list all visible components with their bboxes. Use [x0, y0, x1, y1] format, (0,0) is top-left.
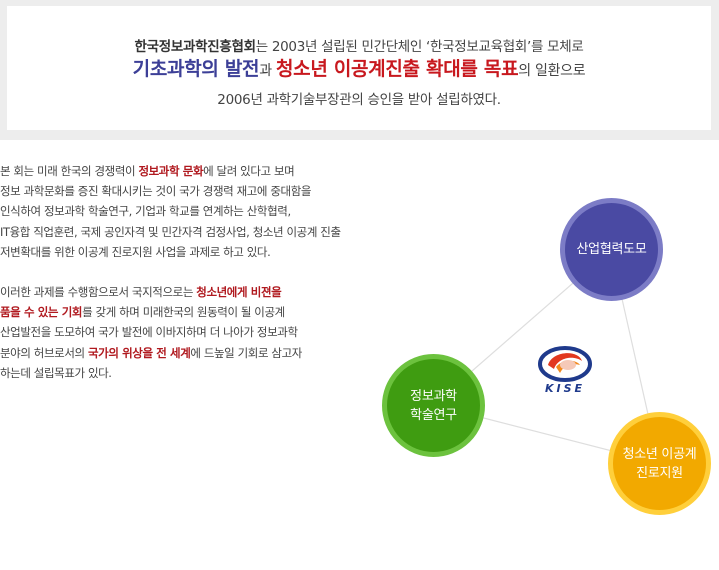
intro-line-1: 한국정보과학진흥협회는 2003년 설립된 민간단체인 ‘한국정보교육협회’를 …	[7, 35, 711, 55]
text: 에 달려 있다고 보며	[203, 164, 295, 178]
intro-band: 한국정보과학진흥협회는 2003년 설립된 민간단체인 ‘한국정보교육협회’를 …	[0, 0, 719, 140]
circle-industry-cooperation: 산업협력도모	[560, 198, 663, 301]
intro-line-1-text: 는 2003년 설립된 민간단체인 ‘한국정보교육협회’를 모체로	[255, 39, 584, 55]
intro-line-2-conj: 과	[259, 63, 276, 79]
goal-youth-stem: 청소년 이공계진출 확대를 목표	[275, 58, 519, 80]
mission-line: IT융합 직업훈련, 국제 공인자격 및 민간자격 검정사업, 청소년 이공계 …	[0, 224, 341, 239]
kise-logo-text: KISE	[544, 382, 586, 395]
goal-basic-science: 기초과학의 발전	[132, 58, 260, 80]
intro-line-3: 2006년 과학기술부장관의 승인을 받아 설립하였다.	[217, 92, 501, 108]
intro-line-2-tail: 의 일환으로	[518, 63, 586, 79]
circle-label: 청소년 이공계	[622, 446, 697, 462]
goal-line: 하는데 설립목표가 있다.	[0, 365, 112, 380]
goal-line: 산업발전을 도모하여 국가 발전에 이바지하며 더 나아가 정보과학	[0, 325, 298, 340]
circle-label: 산업협력도모	[576, 242, 647, 257]
kise-logo-emblem-icon	[538, 346, 592, 382]
circle-academic-research: 정보과학 학술연구	[382, 354, 485, 457]
mission-line: 저변확대를 위한 이공계 진로지원 사업을 과제로 하고 있다.	[0, 244, 271, 259]
text: 에 드높일 기회로 삼고자	[190, 345, 302, 360]
intro-line-2: 기초과학의 발전과 청소년 이공계진출 확대를 목표의 일환으로	[7, 54, 711, 81]
circle-label: 학술연구	[410, 407, 457, 423]
goal-line: 분야의 허브로서의 국가의 위상을 전 세계에 드높일 기회로 삼고자	[0, 343, 420, 363]
text: 를 갖게 하며 미래한국의 원동력이 될 이공계	[82, 305, 285, 320]
mission-line: 인식하여 정보과학 학술연구, 기업과 학교를 연계하는 산학협력,	[0, 204, 291, 219]
mission-line: 정보 과학문화를 증진 확대시키는 것이 국가 경쟁력 재고에 중대함을	[0, 184, 312, 199]
circle-label: 진로지원	[636, 465, 683, 481]
mission-line: 본 회는 미래 한국의 경쟁력이 정보과학 문화에 달려 있다고 보며	[0, 161, 420, 181]
highlight-info-culture: 정보과학 문화	[138, 164, 204, 178]
highlight-opportunity: 품을 수 있는 기회	[0, 305, 83, 320]
text: 본 회는 미래 한국의 경쟁력이	[0, 164, 139, 178]
highlight-national-status: 국가의 위상을 전 세계	[87, 345, 191, 360]
text: 분야의 허브로서의	[0, 345, 88, 360]
goal-line: 품을 수 있는 기회를 갖게 하며 미래한국의 원동력이 될 이공계	[0, 302, 420, 322]
intro-box: 한국정보과학진흥협회는 2003년 설립된 민간단체인 ‘한국정보교육협회’를 …	[7, 6, 711, 130]
org-name: 한국정보과학진흥협회	[134, 39, 257, 55]
circle-youth-career-support: 청소년 이공계 진로지원	[608, 412, 711, 515]
circle-label: 정보과학	[410, 388, 457, 404]
text: 이러한 과제를 수행함으로서 국지적으로는	[0, 285, 197, 299]
highlight-vision: 청소년에게 비젼을	[196, 285, 282, 299]
kise-logo: KISE	[534, 345, 596, 401]
goal-paragraph: 이러한 과제를 수행함으로서 국지적으로는 청소년에게 비젼을 품을 수 있는 …	[0, 282, 420, 383]
mission-paragraph: 본 회는 미래 한국의 경쟁력이 정보과학 문화에 달려 있다고 보며 정보 과…	[0, 161, 420, 262]
mission-diagram: 산업협력도모 정보과학 학술연구 청소년 이공계 진로지원 KISE	[370, 185, 719, 525]
goal-line: 이러한 과제를 수행함으로서 국지적으로는 청소년에게 비젼을	[0, 282, 420, 302]
